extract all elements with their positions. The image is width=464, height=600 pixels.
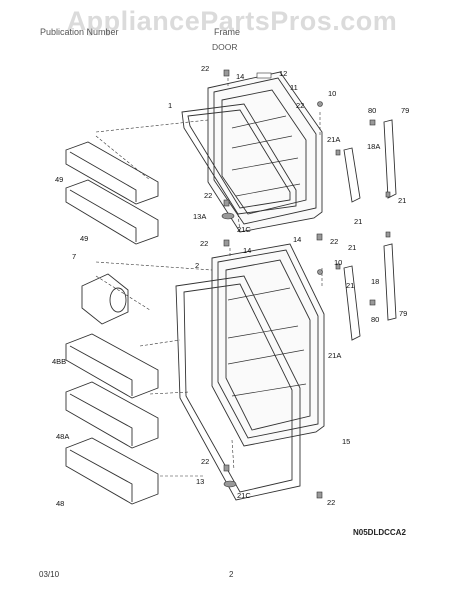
diagram-code: N05DLDCCA2 [353,528,406,537]
door-shelf-48b [65,333,159,399]
callout: 22 [296,101,304,110]
door-shelf-49-upper [65,141,159,205]
callout: 14 [236,72,244,81]
callout: 18A [367,142,380,151]
callout: 48A [56,432,69,441]
callout: 4BB [52,357,66,366]
callout: 21 [346,281,354,290]
callout: 79 [399,309,407,318]
callout: 2 [195,261,199,270]
callout: 22 [200,239,208,248]
callout: 12 [279,69,287,78]
callout: 21A [328,351,341,360]
handle-18a [343,119,397,203]
freezer-door-gasket [181,103,297,215]
door-shelf-48a [65,381,159,449]
callout: 10 [334,258,342,267]
hardware-parts [221,69,391,499]
callout: 80 [368,106,376,115]
callout: 7 [72,252,76,261]
callout: 49 [80,234,88,243]
callout-labels: 22 14 12 11 10 22 1 80 79 21A 18A 49 21 … [52,64,409,508]
callout: 22 [204,191,212,200]
section-title: DOOR [212,42,238,52]
callout: 1 [168,101,172,110]
callout: 18 [371,277,379,286]
door-shelf-49-lower [65,179,159,245]
callout: 21 [398,196,406,205]
callout: 80 [371,315,379,324]
leader-lines [95,78,323,477]
model-label: Frame [214,27,241,37]
dairy-bin-7 [81,273,129,325]
page-number: 2 [229,570,234,579]
callout: 22 [327,498,335,507]
callout: 15 [342,437,350,446]
callout: 79 [401,106,409,115]
door-shelf-48 [65,437,159,505]
callout: 48 [56,499,64,508]
watermark: AppliancePartsPros.com [66,6,398,36]
callout: 14 [243,246,251,255]
callout: 49 [55,175,63,184]
publication-label: Publication Number [40,27,119,37]
callout: 21C [237,225,251,234]
footer-date: 03/10 [39,570,60,579]
handle-18 [343,243,397,341]
callout: 22 [201,64,209,73]
fresh-food-door-gasket [175,275,301,501]
callout: 22 [330,237,338,246]
callout: 13 [196,477,204,486]
freezer-door-outer [207,71,323,233]
callout: 22 [201,457,209,466]
callout: 21 [348,243,356,252]
callout: 21C [237,491,251,500]
callout: 21A [327,135,340,144]
fresh-food-door-outer [211,243,325,447]
callout: 21 [354,217,362,226]
callout: 11 [290,83,298,92]
callout: 13A [193,212,206,221]
callout: 14 [293,235,301,244]
callout: 10 [328,89,336,98]
